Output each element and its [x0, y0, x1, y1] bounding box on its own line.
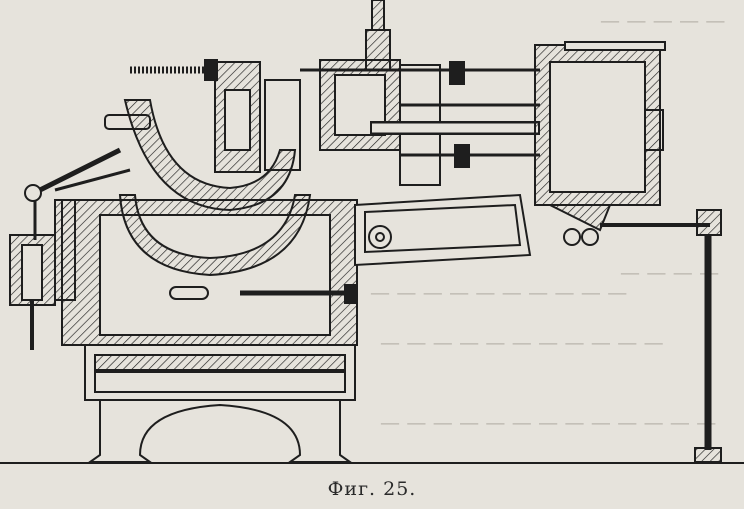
left-linkage	[9, 114, 151, 350]
cylinder	[534, 41, 666, 232]
gooseneck	[123, 99, 297, 212]
lever-arm	[354, 193, 599, 267]
stand	[0, 399, 744, 464]
pot	[118, 194, 312, 277]
figure-caption: Фиг. 25.	[327, 478, 417, 500]
